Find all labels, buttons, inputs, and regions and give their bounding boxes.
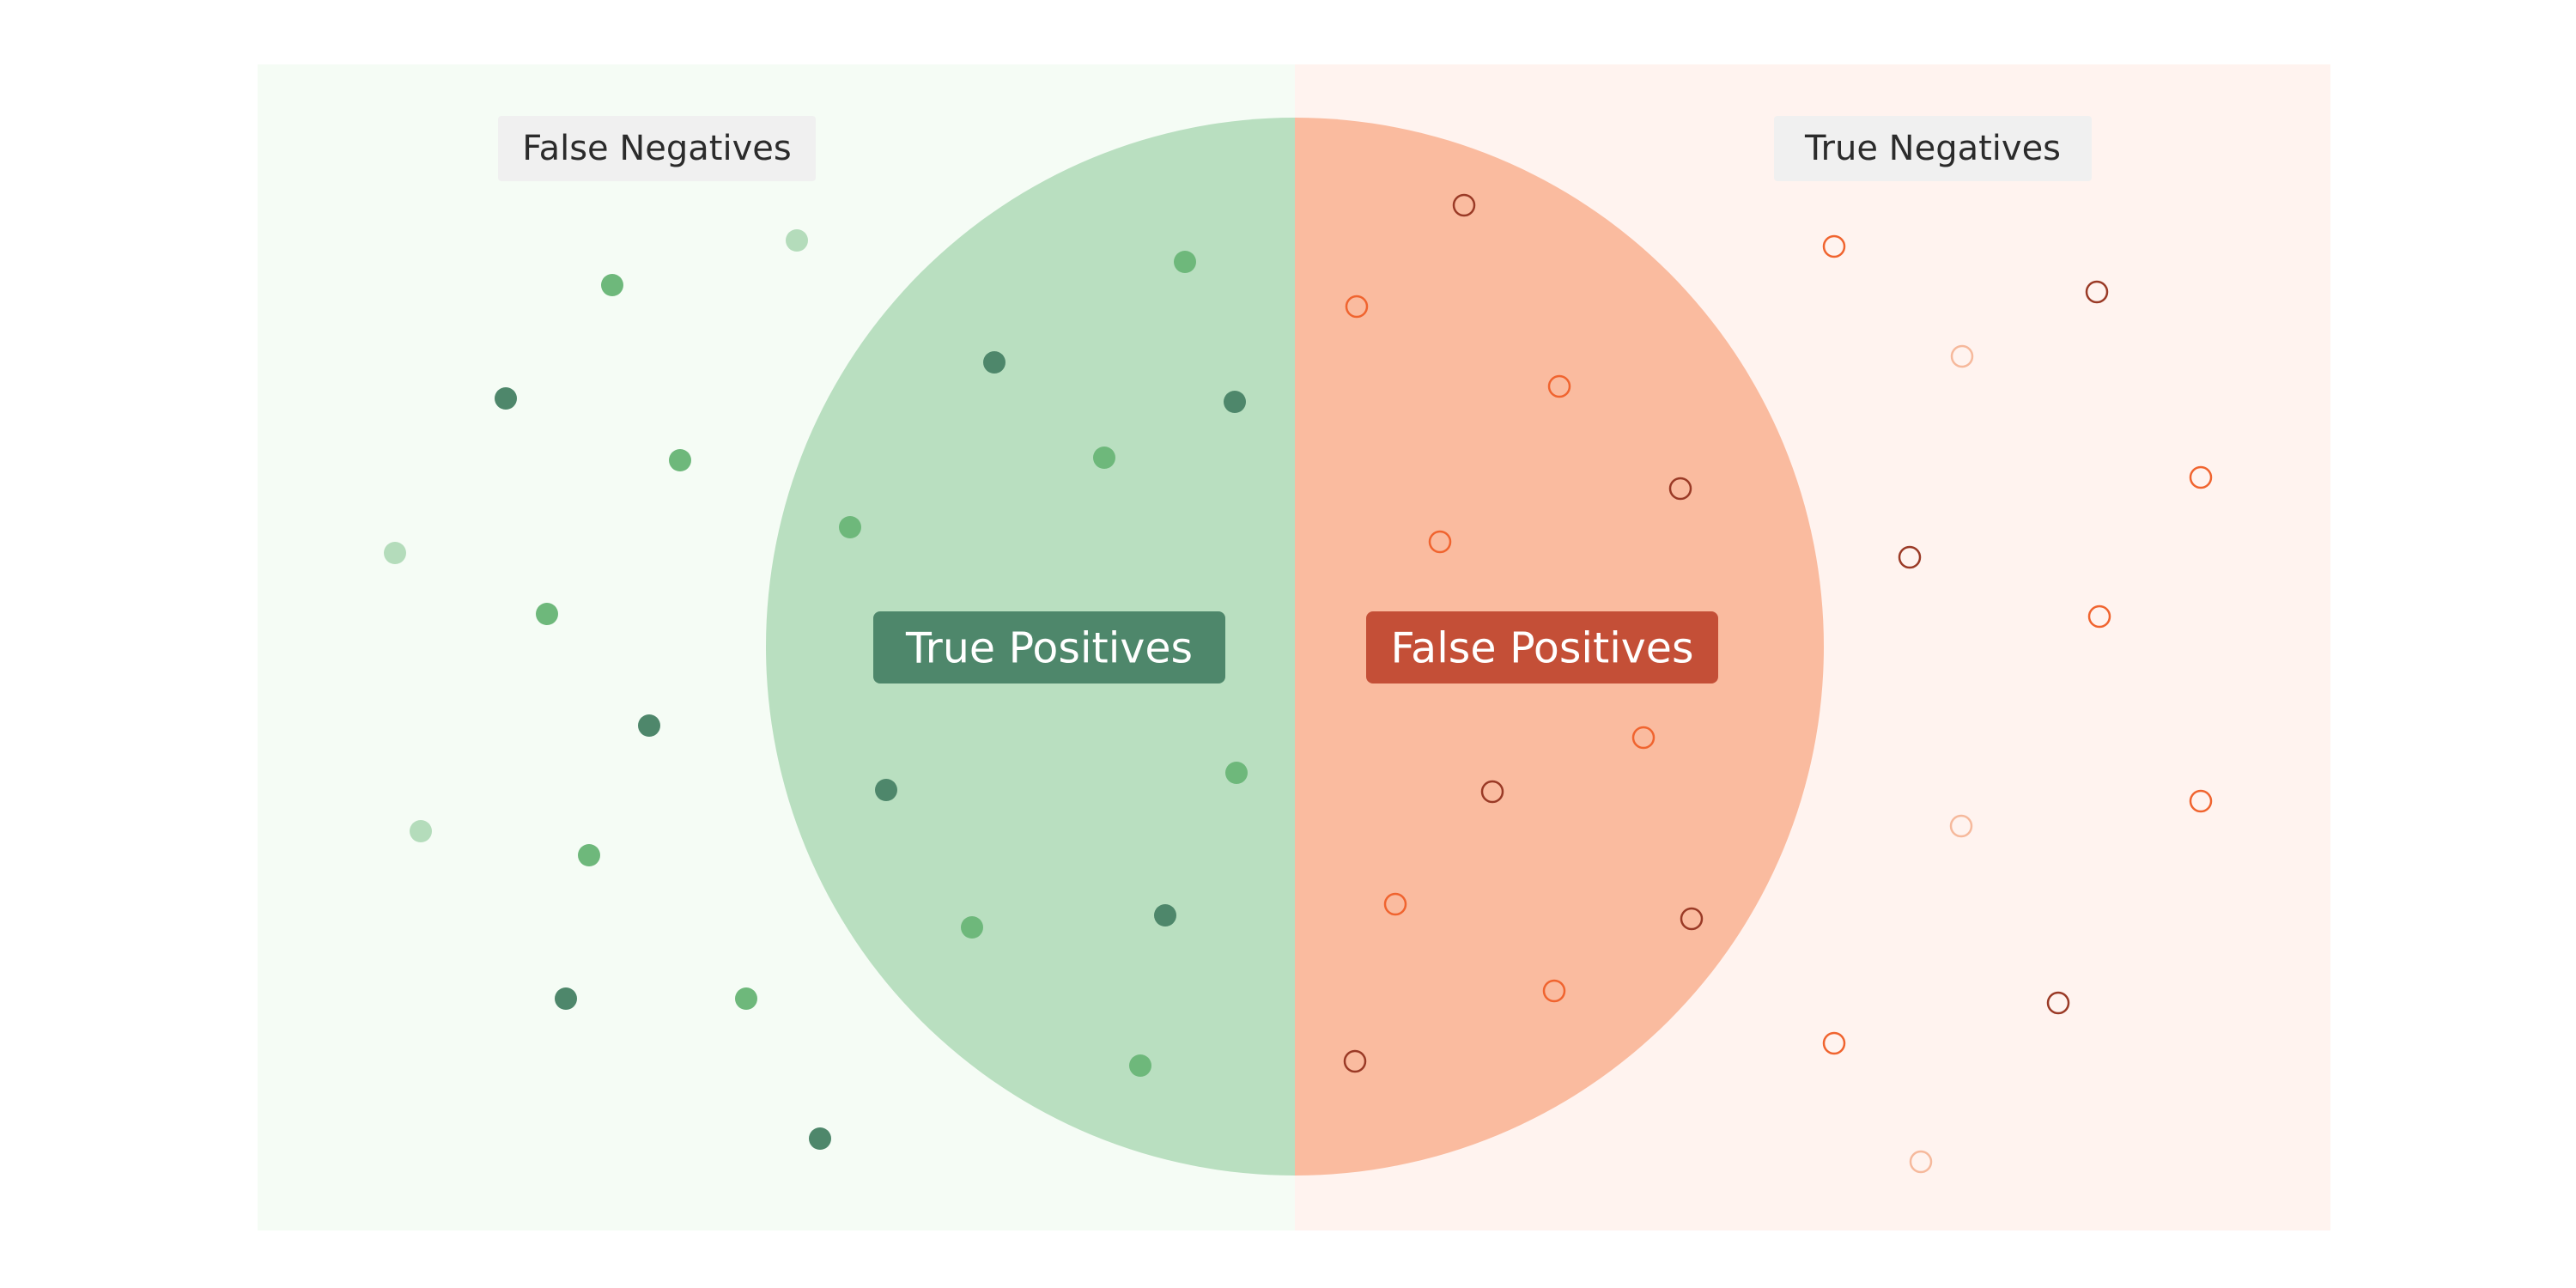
false-negatives-label: False Negatives — [498, 116, 816, 181]
nonrelevant-item-dot — [1909, 1150, 1933, 1174]
true-positives-badge-background — [873, 611, 1225, 683]
relevant-item-dot — [875, 779, 897, 801]
nonrelevant-item-dot — [1480, 780, 1504, 804]
nonrelevant-item-dot — [1345, 295, 1369, 319]
relevant-item-dot — [786, 229, 808, 252]
false-positives-text: False Positives — [1390, 624, 1693, 673]
false-negatives-label-background — [498, 116, 816, 181]
relevant-item-dot — [809, 1127, 831, 1150]
relevant-item-dot — [578, 844, 600, 866]
true-positives-badge: True Positives — [873, 611, 1225, 683]
nonrelevant-item-dot — [1542, 979, 1566, 1003]
nonrelevant-item-dot — [1428, 530, 1452, 554]
nonrelevant-item-dot — [1547, 374, 1571, 398]
relevant-item-dot — [961, 916, 983, 939]
relevant-dots — [384, 229, 1248, 1150]
false-negatives-text: False Negatives — [522, 129, 791, 168]
true-negatives-label: True Negatives — [1774, 116, 2092, 181]
relevant-item-dot — [1154, 904, 1176, 927]
nonrelevant-item-dot — [1949, 814, 1973, 838]
nonrelevant-item-dot — [2189, 789, 2213, 813]
relevant-item-dot — [1225, 762, 1248, 784]
nonrelevant-item-dot — [1822, 234, 1846, 258]
nonrelevant-item-dot — [1680, 907, 1704, 931]
relevant-item-dot — [601, 274, 623, 296]
nonrelevant-item-dot — [2087, 605, 2111, 629]
relevant-item-dot — [839, 516, 861, 538]
nonrelevant-item-dot — [2189, 465, 2213, 489]
nonrelevant-item-dot — [1950, 344, 1974, 368]
true-negatives-label-background — [1774, 116, 2092, 181]
nonrelevant-item-dot — [2085, 280, 2109, 304]
relevant-item-dot — [536, 603, 558, 625]
relevant-item-dot — [1129, 1054, 1151, 1077]
false-positives-badge-background — [1366, 611, 1718, 683]
nonrelevant-item-dot — [1822, 1031, 1846, 1055]
nonrelevant-item-dot — [1631, 726, 1656, 750]
nonrelevant-item-dot — [1383, 892, 1407, 916]
nonrelevant-item-dot — [1343, 1049, 1367, 1073]
true-positives-text: True Positives — [905, 624, 1193, 673]
false-positives-badge: False Positives — [1366, 611, 1718, 683]
relevant-item-dot — [495, 387, 517, 410]
nonrelevant-item-dot — [1898, 545, 1922, 569]
relevant-item-dot — [1093, 447, 1115, 469]
relevant-item-dot — [669, 449, 691, 471]
relevant-item-dot — [735, 987, 757, 1010]
relevant-item-dot — [638, 714, 660, 737]
relevant-item-dot — [555, 987, 577, 1010]
relevant-item-dot — [1224, 391, 1246, 413]
nonrelevant-item-dot — [2046, 991, 2070, 1015]
relevant-item-dot — [410, 820, 432, 842]
nonrelevant-item-dot — [1452, 193, 1476, 217]
nonrelevant-item-dot — [1668, 477, 1692, 501]
true-negatives-text: True Negatives — [1804, 129, 2061, 168]
relevant-item-dot — [384, 542, 406, 564]
relevant-item-dot — [983, 351, 1005, 374]
relevant-item-dot — [1174, 251, 1196, 273]
nonrelevant-dots — [1343, 193, 2213, 1174]
